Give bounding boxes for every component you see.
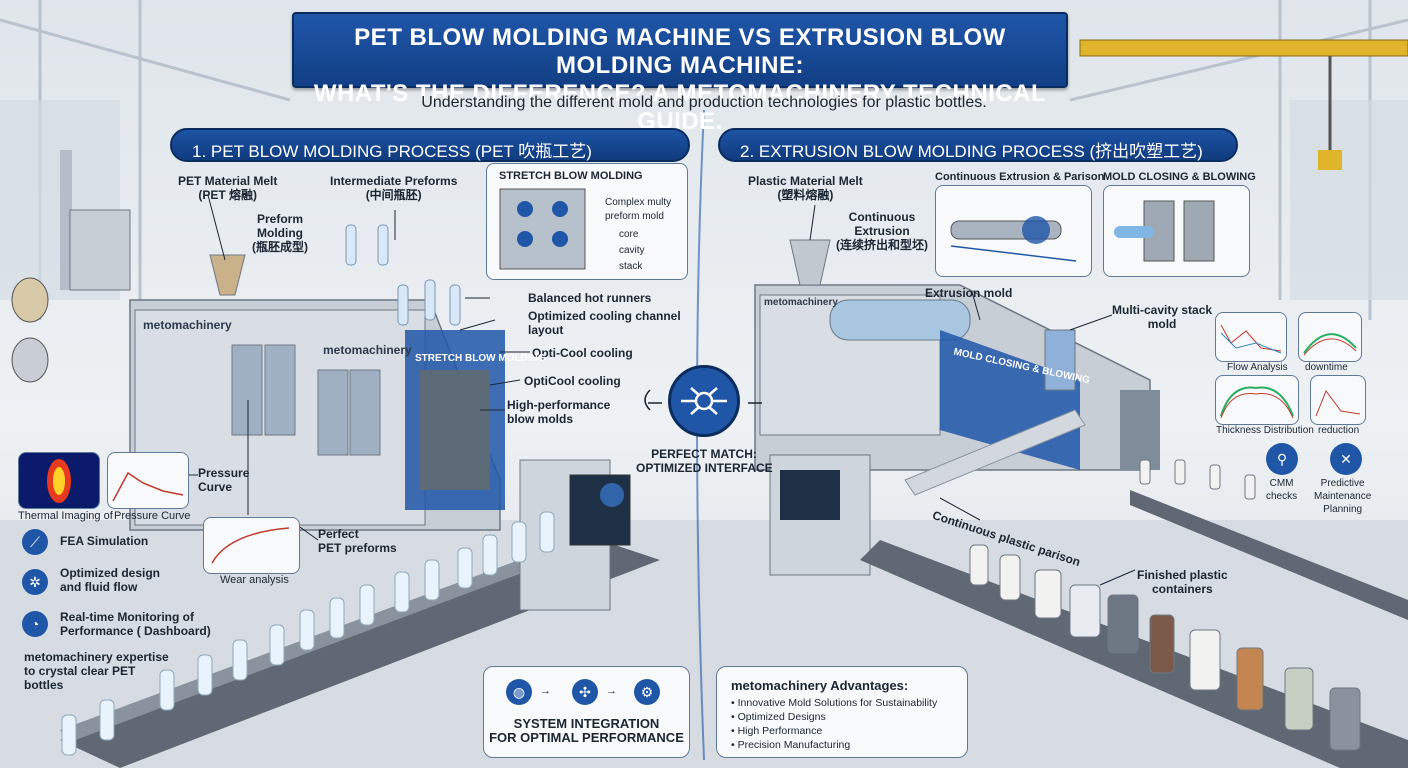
callout-hot-runners: Balanced hot runners [528,291,652,305]
feature-monitoring: Real-time Monitoring of Performance ( Da… [60,610,211,638]
wear-analysis-label: Wear analysis [220,574,289,586]
advantage-text: Precision Manufacturing [737,739,851,751]
pressure-curve-callout: Pressure Curve [198,466,250,494]
wrench-icon: ✕ [1330,443,1362,475]
extrusion-panel-title: Continuous Extrusion & Parison [935,171,1105,183]
finished-containers-label: Finished plastic containers [1137,568,1228,596]
perfect-match-label: PERFECT MATCH: OPTIMIZED INTERFACE [636,447,773,475]
advantage-item: • Innovative Mold Solutions for Sustaina… [731,697,938,709]
microscope-icon: ⚲ [1266,443,1298,475]
callout-opti-cool: Opti-Cool cooling [532,346,633,360]
thickness-distribution-chart [1215,375,1299,425]
arrow-icon-2: → [606,685,617,697]
pressure-curve-chart [107,452,189,509]
advantage-item: • High Performance [731,725,823,737]
multi-cavity-label: Multi-cavity stack mold [1112,303,1213,331]
wear-analysis-chart [203,517,300,574]
reduction-chart [1310,375,1366,425]
cmm-checks-label: CMM checks [1266,478,1298,502]
network-small-icon: ✣ [572,679,598,705]
arrow-icon: → [540,685,551,697]
thickness-distribution-label: Thickness Distribution [1216,425,1314,436]
chart-line-icon: ⟋ [22,529,48,555]
gear-icon: ⚙ [634,679,660,705]
mold-closing-panel-title: MOLD CLOSING & BLOWING [1103,171,1256,183]
mold-item-complex: Complex multy preform mold [605,197,672,222]
callout-cooling-layout: Optimized cooling channel layout [528,309,681,337]
mold-closing-panel [1103,185,1250,277]
left-machine-banner: STRETCH BLOW MOLDING [415,353,546,364]
advantages-panel: metomachinery Advantages: • Innovative M… [716,666,968,758]
thermal-imaging-label: Thermal Imaging of [18,510,113,522]
plastic-melt-label: Plastic Material Melt (塑料熔融) [748,174,863,202]
advantage-text: High Performance [737,725,823,737]
flow-analysis-label: Flow Analysis [1227,362,1288,373]
advantage-item: • Optimized Designs [731,711,826,723]
system-integration-panel: ◍ → ✣ → ⚙ SYSTEM INTEGRATION FOR OPTIMAL… [483,666,690,758]
advantage-text: Optimized Designs [737,711,826,723]
feature-fea: FEA Simulation [60,534,149,548]
section-header-pet: 1. PET BLOW MOLDING PROCESS (PET 吹瓶工艺) [170,128,690,162]
gauge-icon: ◔ [22,611,48,637]
feature-design: Optimized design and fluid flow [60,566,161,594]
title-line-2: WHAT'S THE DIFFERENCE? A METOMACHINERY T… [313,80,1047,135]
expertise-text: metomachinery expertise to crystal clear… [24,650,169,692]
right-machine-brand: metomachinery [764,297,838,308]
perfect-preforms-label: Perfect PET preforms [318,527,397,555]
subtitle: Understanding the different mold and pro… [421,94,987,111]
atom-icon: ✲ [22,569,48,595]
stretch-blow-panel: STRETCH BLOW MOLDING Complex multy prefo… [486,163,688,280]
advantages-title: metomachinery Advantages: [731,678,909,693]
pet-melt-label: PET Material Melt (PET 熔融) [178,174,278,202]
thermal-imaging-chart [18,452,100,509]
downtime-label: downtime [1305,362,1348,373]
advantage-text: Innovative Mold Solutions for Sustainabi… [737,697,938,709]
section-header-extrusion: 2. EXTRUSION BLOW MOLDING PROCESS (挤出吹塑工… [718,128,1238,162]
predictive-maintenance-label: Predictive Maintenance Planning [1314,478,1372,515]
advantage-item: • Precision Manufacturing [731,739,851,751]
callout-opticool: OptiCool cooling [524,374,621,388]
pressure-curve-label: Pressure Curve [114,510,191,522]
mold-item-stack: stack [619,261,643,272]
network-icon [668,365,740,437]
preform-mold-icon [499,188,586,270]
reduction-label: reduction [1318,425,1360,436]
mold-item-cavity: cavity [619,245,645,256]
downtime-chart [1298,312,1362,362]
callout-blow-molds: High-performance blow molds [507,398,611,426]
stretch-panel-title: STRETCH BLOW MOLDING [499,170,643,182]
preform-molding-label: Preform Molding (瓶胚成型) [252,212,308,254]
continuous-extrusion-label: Continuous Extrusion (连续挤出和型坯) [836,210,928,252]
left-machine-brand: metomachinery [143,318,232,332]
intermediate-preforms-label: Intermediate Preforms (中间瓶胚) [330,174,458,202]
globe-icon: ◍ [506,679,532,705]
extrusion-mold-label: Extrusion mold [925,286,1013,300]
system-integration-label: SYSTEM INTEGRATION FOR OPTIMAL PERFORMAN… [489,716,684,745]
title-line-1: PET BLOW MOLDING MACHINE VS EXTRUSION BL… [354,24,1006,79]
mold-item-core: core [619,229,639,240]
extrusion-parison-panel [935,185,1092,277]
flow-analysis-chart [1215,312,1287,362]
left-machine-brand-2: metomachinery [323,343,412,357]
title-banner: PET BLOW MOLDING MACHINE VS EXTRUSION BL… [292,12,1068,135]
